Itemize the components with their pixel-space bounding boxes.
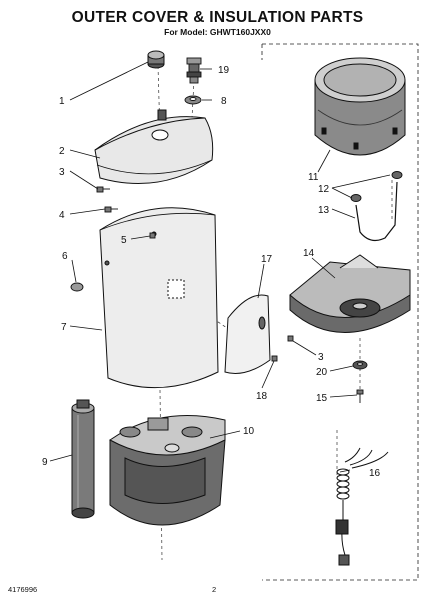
callout-11: 11 — [308, 172, 319, 183]
nut — [184, 95, 202, 105]
callout-10: 10 — [243, 426, 255, 437]
callout-8: 8 — [221, 96, 227, 107]
bottom-tray — [289, 254, 411, 333]
small-screws — [96, 186, 294, 362]
grommet — [352, 360, 368, 370]
plugs — [350, 171, 403, 202]
callout-14: 14 — [303, 248, 315, 259]
callout-numbers: 1 2 3 4 5 6 7 8 9 10 11 12 13 14 15 16 1… — [42, 65, 381, 479]
callout-3-right: 3 — [318, 352, 324, 363]
callout-13: 13 — [318, 205, 330, 216]
callout-3: 3 — [59, 167, 65, 178]
page-title: OUTER COVER & INSULATION PARTS — [71, 9, 364, 26]
callout-20: 20 — [316, 367, 328, 378]
callout-15: 15 — [316, 393, 328, 404]
document-number: 4176996 — [8, 585, 38, 594]
base-assembly — [109, 415, 226, 526]
leader-lines — [49, 61, 391, 473]
top-insulation — [314, 57, 406, 156]
screw-15 — [356, 389, 364, 403]
callout-5: 5 — [121, 235, 127, 246]
access-panel — [224, 294, 271, 374]
callout-4: 4 — [59, 210, 65, 221]
callout-6: 6 — [62, 251, 68, 262]
model-subtitle: For Model: GHWT160JXX0 — [164, 27, 271, 37]
page-number: 2 — [212, 585, 217, 594]
filter-cartridge — [71, 399, 95, 519]
fitting — [186, 57, 202, 84]
assembly-dashed-outline — [261, 43, 419, 581]
plug-button — [70, 282, 84, 292]
tube — [355, 181, 398, 242]
filter-cap — [147, 50, 165, 69]
callout-2: 2 — [59, 146, 65, 157]
callout-12: 12 — [318, 184, 330, 195]
callout-17: 17 — [261, 254, 273, 265]
outer-shell — [99, 207, 219, 389]
callout-19: 19 — [218, 65, 230, 76]
power-cord — [335, 447, 389, 566]
callout-7: 7 — [61, 322, 67, 333]
callout-16: 16 — [369, 468, 381, 479]
callout-18: 18 — [256, 391, 268, 402]
top-cover — [94, 109, 214, 185]
callout-9: 9 — [42, 457, 48, 468]
callout-1: 1 — [59, 96, 65, 107]
